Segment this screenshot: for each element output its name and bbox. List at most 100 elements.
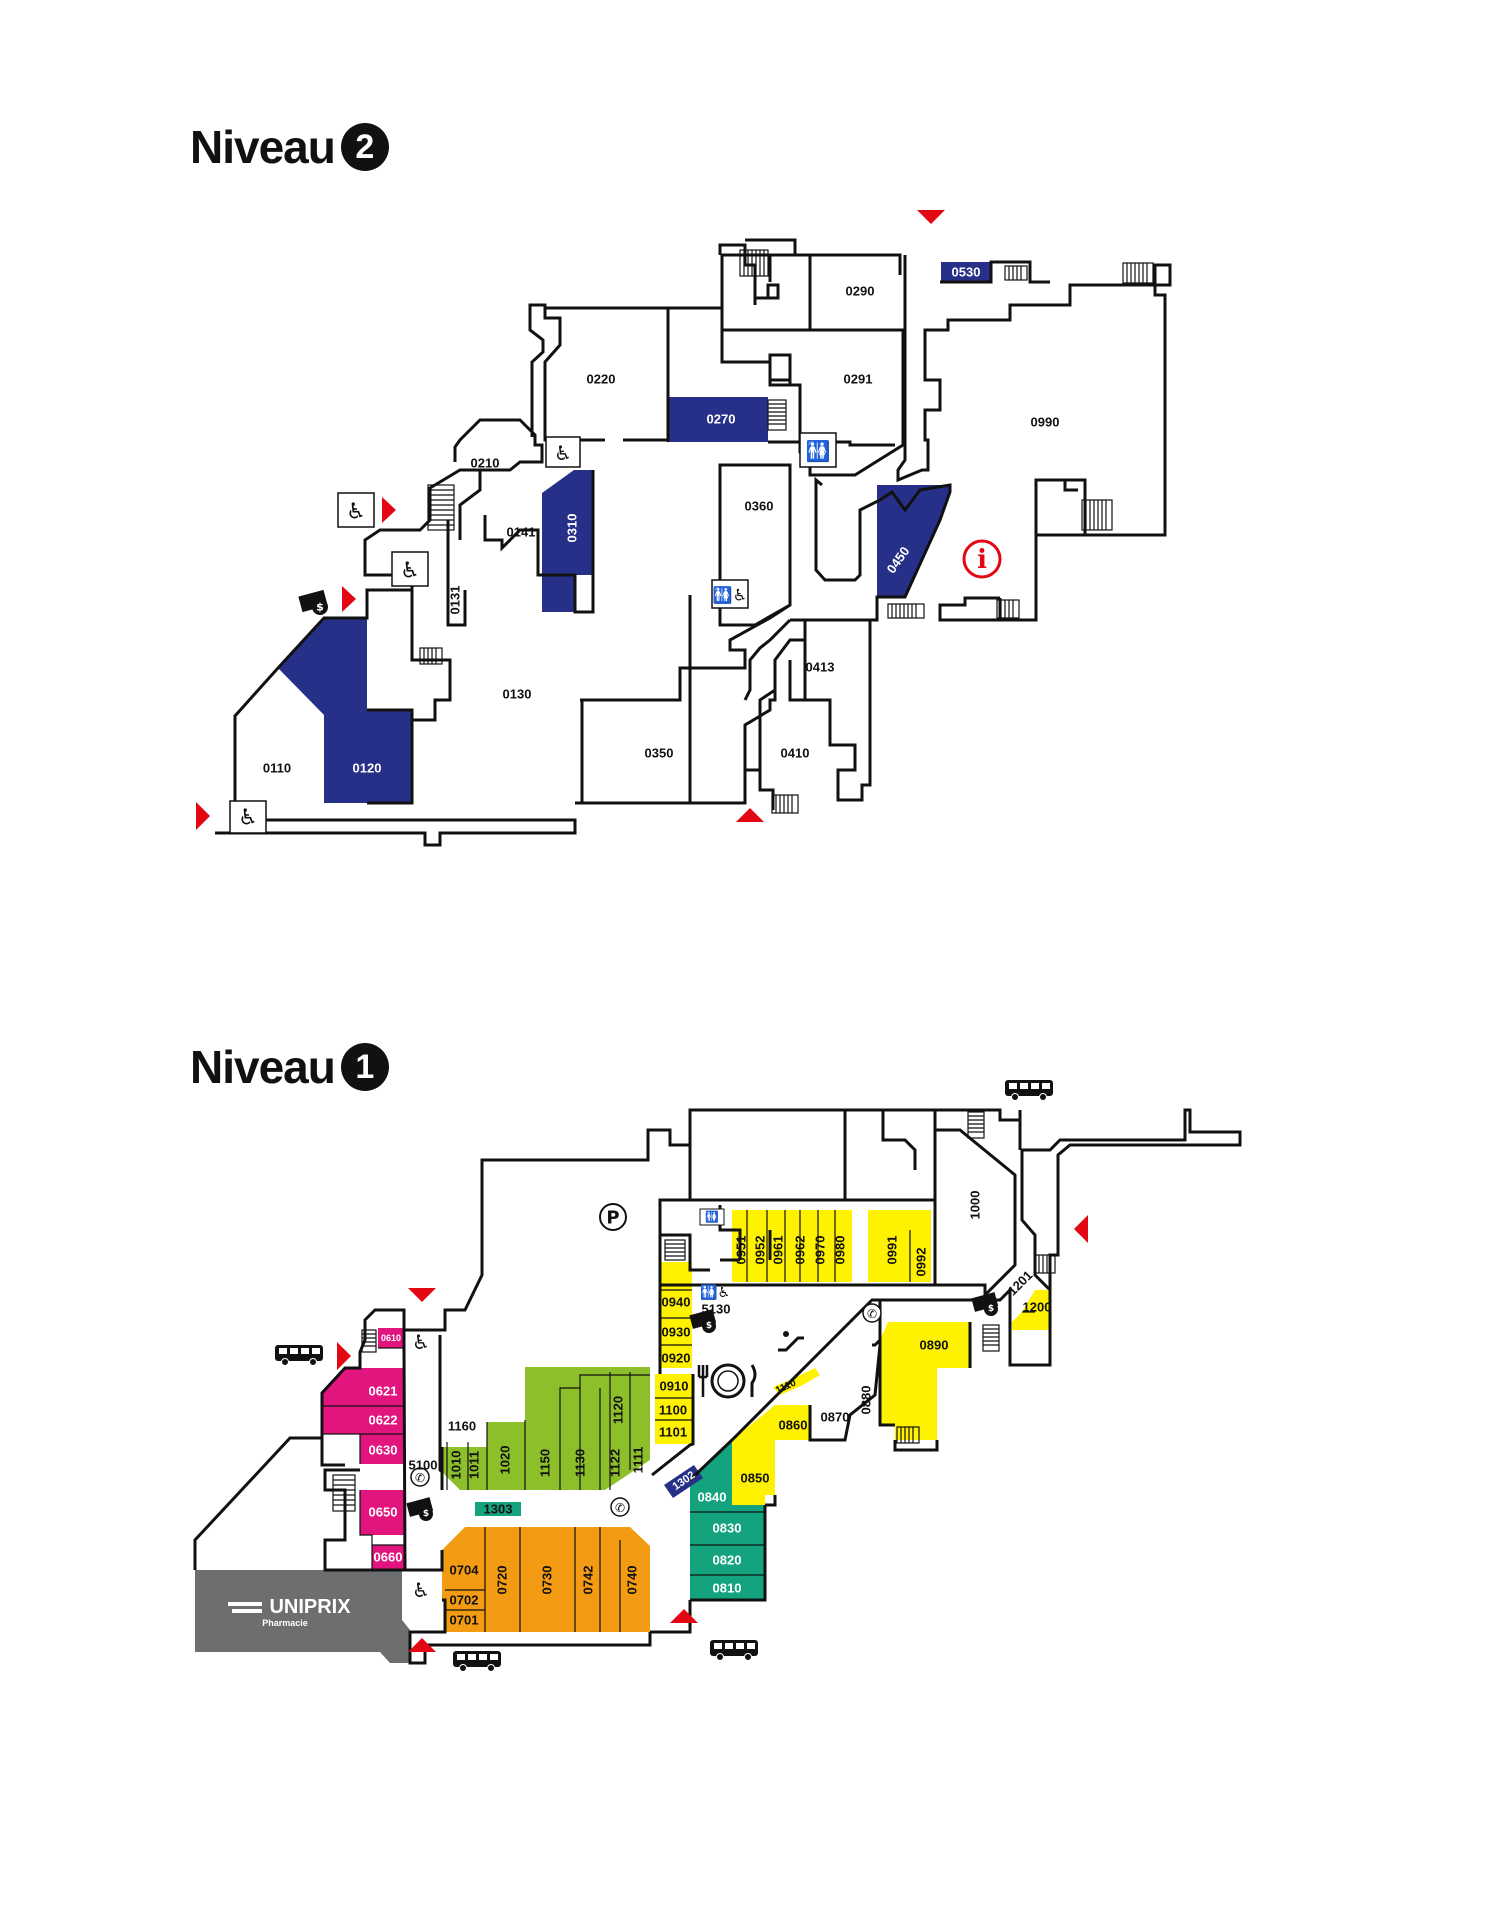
unit-0630-label[interactable]: 0630	[369, 1443, 398, 1458]
unit-0704-label[interactable]: 0704	[450, 1563, 480, 1578]
unit-0530-shape[interactable]	[941, 262, 991, 282]
unit-0630-shape[interactable]	[360, 1434, 405, 1464]
unit-1303-shape[interactable]	[475, 1502, 521, 1516]
unit-0530-label[interactable]: 0530	[952, 265, 981, 280]
restroom-icon: 🚻♿	[700, 1284, 730, 1301]
unit-0940-shape[interactable]	[660, 1262, 692, 1368]
unit-0880-label[interactable]: 0880	[859, 1386, 874, 1415]
unit-0120-label[interactable]: 0120	[353, 761, 382, 776]
unit-0951-label[interactable]: 0951	[734, 1236, 749, 1265]
unit-1130-label[interactable]: 1130	[573, 1449, 588, 1477]
unit-0131-label[interactable]: 0131	[448, 586, 463, 615]
unit-0270-shape[interactable]	[668, 397, 768, 442]
uniprix-store-shape[interactable]	[195, 1570, 410, 1663]
unit-1011-label[interactable]: 1011	[467, 1451, 482, 1479]
unit-0702-label[interactable]: 0702	[450, 1593, 479, 1608]
unit-0360-label[interactable]: 0360	[745, 499, 774, 514]
unit-0290-label[interactable]: 0290	[846, 284, 875, 299]
unit-0890-label[interactable]: 0890	[920, 1338, 949, 1353]
level-2-map: ♿ ♿ ♿ ♿ 🚻 🚻♿	[196, 210, 1172, 847]
unit-0350-label[interactable]: 0350	[645, 746, 674, 761]
unit-0742-label[interactable]: 0742	[581, 1566, 596, 1595]
unit-1302-shape[interactable]	[664, 1465, 703, 1498]
unit-0410-label[interactable]: 0410	[781, 746, 810, 761]
unit-0413-label[interactable]: 0413	[806, 660, 835, 675]
unit-09xx-shape[interactable]	[732, 1210, 852, 1282]
unit-0980-label[interactable]: 0980	[833, 1236, 848, 1265]
unit-0940-label[interactable]: 0940	[662, 1295, 691, 1310]
unit-0910-shape[interactable]	[655, 1374, 693, 1444]
svg-text:$: $	[706, 1321, 712, 1331]
unit-5130-label[interactable]: 5130	[702, 1302, 731, 1317]
unit-1010-label[interactable]: 1010	[449, 1451, 464, 1480]
stairs-icon	[767, 399, 787, 431]
unit-0992-label[interactable]: 0992	[914, 1248, 929, 1277]
unit-1200-label[interactable]: 1200	[1023, 1300, 1052, 1315]
unit-0820-label[interactable]: 0820	[713, 1553, 742, 1568]
unit-0220-label[interactable]: 0220	[587, 372, 616, 387]
unit-1120-label[interactable]: 1120	[611, 1396, 626, 1424]
unit-0610-label[interactable]: 0610	[381, 1333, 401, 1343]
unit-0860-label[interactable]: 0860	[779, 1418, 808, 1433]
unit-1200-shape[interactable]	[1012, 1290, 1050, 1330]
bus-icon	[275, 1345, 323, 1366]
unit-0840-label[interactable]: 0840	[698, 1490, 727, 1505]
unit-0952-label[interactable]: 0952	[753, 1236, 768, 1265]
unit-5100-label[interactable]: 5100	[409, 1458, 438, 1473]
unit-0660-label[interactable]: 0660	[374, 1550, 403, 1565]
unit-1150-label[interactable]: 1150	[538, 1449, 553, 1477]
unit-1000-label[interactable]: 1000	[968, 1191, 983, 1220]
stairs-icon	[361, 1329, 377, 1353]
stairs-icon	[427, 484, 455, 531]
unit-0130-label[interactable]: 0130	[503, 687, 532, 702]
unit-1101-label[interactable]: 1101	[659, 1425, 687, 1440]
unit-0850-label[interactable]: 0850	[741, 1471, 770, 1486]
unit-1111-label[interactable]: 1111	[631, 1447, 646, 1474]
unit-0991-shape[interactable]	[868, 1210, 931, 1282]
unit-1303-label[interactable]: 1303	[484, 1502, 513, 1517]
unit-0740-label[interactable]: 0740	[625, 1566, 640, 1595]
unit-0270-label[interactable]: 0270	[707, 412, 736, 427]
unit-0291-label[interactable]: 0291	[844, 372, 873, 387]
unit-orange-block[interactable]	[442, 1527, 650, 1632]
unit-0920-label[interactable]: 0920	[662, 1351, 691, 1366]
unit-0110-label[interactable]: 0110	[263, 761, 291, 776]
unit-1100-label[interactable]: 1100	[659, 1403, 687, 1418]
unit-0621-shape[interactable]	[322, 1368, 405, 1406]
unit-0120-shape[interactable]	[278, 618, 412, 803]
unit-0860-shape[interactable]	[775, 1405, 810, 1440]
unit-teal-block[interactable]	[690, 1440, 765, 1600]
unit-0622-label[interactable]: 0622	[369, 1413, 398, 1428]
unit-0621-label[interactable]: 0621	[369, 1384, 398, 1399]
unit-0990-label[interactable]: 0990	[1031, 415, 1060, 430]
unit-1122-label[interactable]: 1122	[608, 1449, 623, 1477]
unit-0650-label[interactable]: 0650	[369, 1505, 398, 1520]
unit-0962-label[interactable]: 0962	[793, 1236, 808, 1265]
unit-0622-shape[interactable]	[322, 1406, 405, 1434]
unit-0991-label[interactable]: 0991	[885, 1236, 900, 1265]
unit-0210-label[interactable]: 0210	[471, 456, 500, 471]
unit-0730-label[interactable]: 0730	[540, 1566, 555, 1595]
entrance-arrow-icon	[670, 1609, 698, 1623]
unit-0310-label[interactable]: 0310	[565, 514, 580, 543]
unit-0650-shape[interactable]	[360, 1490, 405, 1535]
unit-0720-label[interactable]: 0720	[495, 1566, 510, 1595]
unit-0890-shape[interactable]	[880, 1322, 970, 1440]
unit-green-block[interactable]	[442, 1367, 650, 1490]
unit-0701-label[interactable]: 0701	[450, 1613, 479, 1628]
unit-0141-label[interactable]: 0141	[507, 525, 536, 540]
unit-0930-label[interactable]: 0930	[662, 1325, 691, 1340]
unit-0970-label[interactable]: 0970	[813, 1236, 828, 1265]
unit-0450-shape[interactable]	[877, 485, 950, 597]
unit-0850-shape[interactable]	[732, 1405, 775, 1505]
unit-1020-label[interactable]: 1020	[498, 1446, 513, 1475]
unit-1160-label[interactable]: 1160	[448, 1419, 476, 1434]
unit-0660-shape[interactable]	[372, 1545, 405, 1570]
unit-0610-shape[interactable]	[378, 1328, 404, 1348]
unit-0810-label[interactable]: 0810	[713, 1581, 742, 1596]
level-2-accessible-icons: ♿ ♿ ♿ ♿ 🚻 🚻♿	[229, 432, 1002, 834]
unit-0910-label[interactable]: 0910	[660, 1379, 689, 1394]
unit-0830-label[interactable]: 0830	[713, 1521, 742, 1536]
unit-0870-label[interactable]: 0870	[821, 1410, 850, 1425]
unit-0961-label[interactable]: 0961	[771, 1236, 786, 1265]
